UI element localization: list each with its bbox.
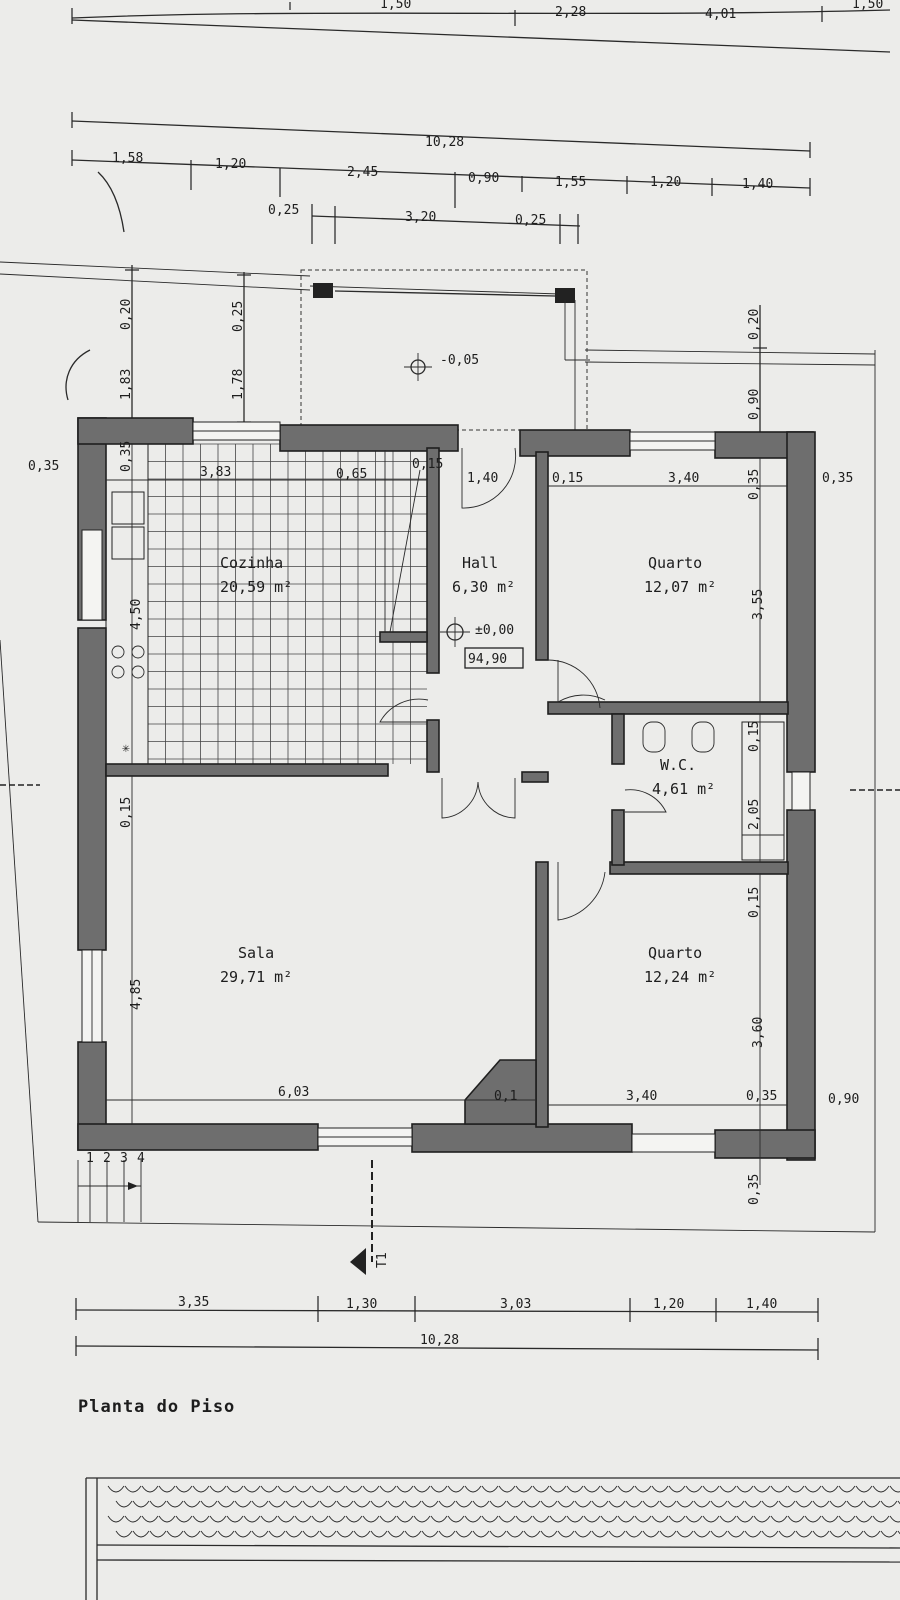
top-partial-dim-1: 1,50	[380, 0, 411, 12]
quarto2-top-vert-dim: 0,15	[747, 887, 762, 918]
quarto2-height-dim: 3,60	[751, 1017, 766, 1048]
right-vert-dim-2: 0,90	[747, 389, 762, 420]
quarto2-wall-dim: 0,35	[746, 1089, 777, 1104]
stair-step-3: 3	[120, 1151, 128, 1166]
hall-width-dim: 1,40	[467, 471, 498, 486]
quarto2-width-dim: 3,40	[626, 1089, 657, 1104]
top-dim-5: 1,55	[555, 175, 586, 190]
sala-top-vert-dim: 0,15	[119, 797, 134, 828]
sala-height-dim: 4,85	[129, 979, 144, 1010]
bottom-dim-2: 1,30	[346, 1297, 377, 1312]
kitchen-fan-symbol: ✳	[122, 741, 130, 756]
room-area-sala: 29,71 m²	[220, 968, 292, 986]
top-partial-dim-4: 1,50	[852, 0, 883, 12]
bottom-dimension-chain: 3,35 1,30 3,03 1,20 1,40 10,28	[75, 1295, 819, 1360]
plot-boundary-lines	[0, 261, 876, 1233]
porch-dim-3: 0,25	[515, 213, 546, 228]
room-labels: Cozinha 20,59 m² Hall 6,30 m² Quarto 12,…	[220, 554, 716, 986]
roof-tiles	[107, 1485, 900, 1538]
windows	[81, 421, 811, 1153]
wc-dim-1: 0,15	[747, 721, 762, 752]
kitchen-top-vert-dim: 0,35	[119, 441, 134, 472]
floor-elevation: 94,90	[468, 652, 507, 667]
porch-dimension-chain: 0,25 3,20 0,25	[268, 203, 581, 244]
porch-vert-dim-1: 0,25	[231, 301, 246, 332]
sala-width-dim: 6,03	[278, 1085, 309, 1100]
room-name-cozinha: Cozinha	[220, 554, 283, 572]
roof-elevation	[85, 1477, 900, 1600]
section-marker: T1	[0, 784, 900, 1275]
room-area-cozinha: 20,59 m²	[220, 578, 292, 596]
room-name-wc: W.C.	[660, 756, 696, 774]
top-total-dim: 10,28	[425, 135, 464, 150]
floor-level: ±0,00	[475, 623, 514, 638]
room-name-hall: Hall	[462, 554, 498, 572]
interior-dimension-lines	[106, 444, 787, 1185]
stair-step-4: 4	[137, 1151, 145, 1166]
stairs: 1 2 3 4	[77, 1151, 145, 1222]
room-area-quarto-2: 12,24 m²	[644, 968, 716, 986]
kitchen-dim-3: 0,15	[412, 457, 443, 472]
left-vert-dim-1: 0,20	[119, 299, 134, 330]
doors	[379, 447, 667, 921]
bottom-total-dim: 10,28	[420, 1333, 459, 1348]
room-name-sala: Sala	[238, 944, 274, 962]
top-dim-4: 0,90	[468, 171, 499, 186]
top-dim-3: 2,45	[347, 165, 378, 180]
bottom-dim-5: 1,40	[746, 1297, 777, 1312]
plan-dimension-labels: 0,35 0,35 3,83 0,65 0,15 0,35 4,50 1,40 …	[28, 441, 859, 1205]
walls	[77, 417, 816, 1161]
room-area-wc: 4,61 m²	[652, 780, 715, 798]
right-extension-dim: 0,90	[828, 1092, 859, 1107]
top-dim-2: 1,20	[215, 157, 246, 172]
stair-step-1: 1	[86, 1151, 94, 1166]
kitchen-dim-2: 0,65	[336, 467, 367, 482]
top-dim-7: 1,40	[742, 177, 773, 192]
bottom-vert-dim: 0,35	[747, 1174, 762, 1205]
quarto1-top-vert-dim: 0,35	[747, 469, 762, 500]
porch-dim-1: 0,25	[268, 203, 299, 218]
level-marker: ±0,00 94,90	[440, 617, 524, 669]
drawing-title: Planta do Piso	[78, 1397, 235, 1417]
kitchen-fixtures: ✳	[105, 443, 421, 765]
terrace-level: -0,05	[440, 353, 479, 368]
fireplace-dim: 0,1	[494, 1089, 517, 1104]
section-mark-label: T1	[375, 1252, 390, 1268]
room-area-hall: 6,30 m²	[452, 578, 515, 596]
bottom-dim-3: 3,03	[500, 1297, 531, 1312]
top-dimension-chain: 10,28 1,58 1,20 2,45 0,90 1,55 1,20 1,40	[71, 112, 811, 233]
bottom-dim-4: 1,20	[653, 1297, 684, 1312]
room-name-quarto-2: Quarto	[648, 944, 702, 962]
kitchen-width-dim: 3,83	[200, 465, 231, 480]
terrace: -0,05	[300, 269, 590, 431]
quarto1-height-dim: 3,55	[751, 589, 766, 620]
quarto1-dim-1: 0,15	[552, 471, 583, 486]
porch-vert-dim-2: 1,78	[231, 369, 246, 400]
top-dim-6: 1,20	[650, 175, 681, 190]
left-vert-dim-2: 1,83	[119, 369, 134, 400]
room-name-quarto-1: Quarto	[648, 554, 702, 572]
top-partial-dimension: 1,50 2,28 4,01 1,50	[71, 0, 891, 53]
right-vert-dim-1: 0,20	[747, 309, 762, 340]
top-dim-1: 1,58	[112, 151, 143, 166]
stair-step-2: 2	[103, 1151, 111, 1166]
bottom-dim-1: 3,35	[178, 1295, 209, 1310]
porch-dim-2: 3,20	[405, 210, 436, 225]
room-area-quarto-1: 12,07 m²	[644, 578, 716, 596]
top-partial-dim-2: 2,28	[555, 5, 586, 20]
quarto1-width-dim: 3,40	[668, 471, 699, 486]
wc-fixtures	[642, 721, 785, 861]
top-partial-dim-3: 4,01	[705, 7, 736, 22]
left-wall-dim: 0,35	[28, 459, 59, 474]
kitchen-height-dim: 4,50	[129, 599, 144, 630]
right-wall-dim: 0,35	[822, 471, 853, 486]
wc-dim-2: 2,05	[747, 799, 762, 830]
